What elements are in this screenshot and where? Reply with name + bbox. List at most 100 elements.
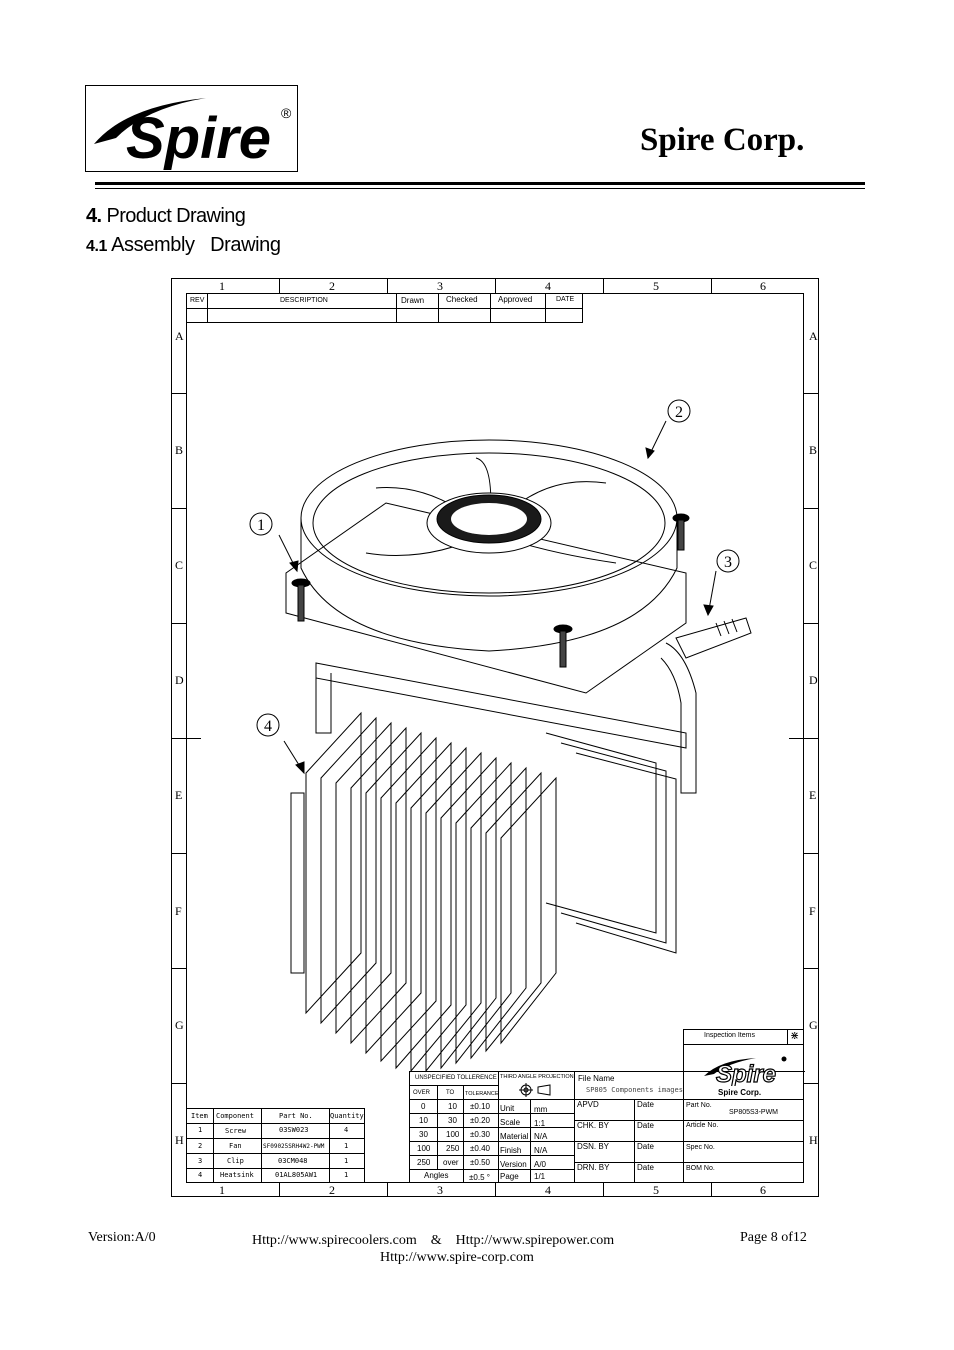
spec-row-line: [498, 1169, 574, 1170]
row-tick: [171, 853, 186, 854]
col-tick: [387, 1183, 388, 1197]
col-label-5-bottom: 5: [653, 1183, 659, 1197]
sign-row-line: [574, 1162, 804, 1163]
bom-col-line: [329, 1108, 330, 1182]
row-label-b-right: B: [809, 443, 818, 457]
tolerance-cell: 30: [419, 1130, 428, 1139]
row-tick: [171, 508, 186, 509]
section-number: 4.: [86, 205, 102, 227]
bom-cell: 1: [344, 1142, 349, 1150]
rev-col-line: [396, 294, 397, 323]
projection-label: THIRD ANGLE PROJECTION: [500, 1074, 574, 1080]
row-label-f: F: [175, 904, 182, 918]
sign-label: DRN. BY: [577, 1163, 610, 1172]
screw-1: [291, 578, 311, 622]
row-label-f-right: F: [809, 904, 816, 918]
row-label-g-right: G: [809, 1018, 818, 1032]
tolerance-header-over: OVER: [413, 1090, 431, 1096]
tolerance-header-to: TO: [446, 1090, 455, 1096]
version-text: Version:A/0: [88, 1230, 156, 1245]
logo-text: Spire: [126, 106, 271, 171]
tolerance-cell: ±0.50: [470, 1158, 490, 1167]
col-label-3: 3: [437, 279, 443, 293]
col-tick: [495, 1183, 496, 1197]
header-rule-thin: [95, 188, 865, 189]
col-label-2: 2: [329, 279, 335, 293]
rev-col-line: [545, 294, 546, 323]
bom-row-line: [187, 1123, 365, 1124]
spire-logo-icon: Spire ®: [94, 98, 292, 171]
col-tick: [279, 1183, 280, 1197]
tolerance-cell: 100: [417, 1144, 431, 1153]
spec-value: 1:1: [534, 1119, 546, 1128]
tolerance-title: UNSPECIFIED TOLLERENCE: [415, 1075, 497, 1081]
tol-row-line: [409, 1141, 498, 1142]
title-block-line: [498, 1099, 804, 1100]
tolerance-cell: 0: [421, 1102, 426, 1111]
col-label-6-bottom: 6: [760, 1183, 766, 1197]
col-label-2-bottom: 2: [329, 1183, 335, 1197]
row-label-b: B: [175, 443, 184, 457]
angles-label: Angles: [424, 1171, 449, 1180]
callout-1: 1: [257, 517, 265, 534]
description-header: DESCRIPTION: [280, 297, 328, 304]
title-block-logo-text: Spire: [716, 1061, 776, 1086]
col-label-1: 1: [219, 279, 225, 293]
screw-3: [672, 513, 690, 551]
bom-col-line: [261, 1108, 262, 1182]
heatsink-fins: [290, 711, 677, 1073]
spec-label: Page: [500, 1172, 519, 1181]
rev-row-line: [187, 308, 583, 309]
spec-row-line: [498, 1113, 574, 1114]
inspection-block: [683, 1029, 804, 1183]
date-header: DATE: [556, 296, 575, 303]
drawn-header: Drawn: [401, 296, 425, 305]
spec-label: Material: [500, 1132, 529, 1141]
row-tick: [171, 1083, 186, 1084]
col-label-1-bottom: 1: [219, 1183, 225, 1197]
assembly-illustration: 1 2 3 4: [249, 399, 752, 1073]
callout-2-circle: [667, 399, 691, 423]
col-tick: [711, 1183, 712, 1197]
page-number: Page 8 of12: [740, 1230, 807, 1245]
spec-value: A/0: [534, 1160, 547, 1169]
footer-urls: Http://www.spirecoolers.com & Http://www…: [252, 1233, 615, 1248]
tolerance-cell: 100: [446, 1130, 460, 1139]
clip-lever-mount: [660, 642, 697, 794]
callout-3-circle: [716, 549, 740, 573]
row-tick: [804, 1083, 819, 1084]
col-label-4: 4: [545, 279, 551, 293]
inspection-line: [683, 1099, 804, 1100]
rev-header: REV: [190, 297, 205, 304]
clip-arm: [315, 662, 687, 749]
tolerance-header-tolerance: TOLERANCE: [465, 1091, 499, 1097]
clip-lever: [675, 617, 752, 659]
tol-row-line: [409, 1113, 498, 1114]
sign-date: Date: [637, 1121, 654, 1130]
title-block-company: Spire Corp.: [718, 1088, 762, 1097]
spec-row-line: [498, 1155, 574, 1156]
col-label-6: 6: [760, 279, 766, 293]
sign-label: CHK. BY: [577, 1121, 610, 1130]
bom-cell: 4: [344, 1126, 349, 1134]
section-title-text: Product Drawing: [106, 205, 246, 227]
row-tick: [171, 623, 186, 624]
row-tick: [789, 738, 819, 739]
row-label-g: G: [175, 1018, 184, 1032]
spec-value: 1/1: [534, 1172, 546, 1181]
subsection-title: 4.1 Assembly Drawing: [86, 234, 281, 257]
bom-header-part-no: Part No.: [279, 1112, 313, 1120]
spec-value: mm: [534, 1105, 548, 1114]
fan-bracket: [285, 502, 687, 694]
bom-header-component: Component: [216, 1112, 254, 1120]
file-name-label: File Name: [578, 1074, 615, 1083]
tol-row-line: [409, 1169, 498, 1170]
bom-row-line: [187, 1138, 365, 1139]
row-label-c-right: C: [809, 558, 818, 572]
section-title: 4. Product Drawing: [86, 205, 246, 228]
sign-date: Date: [637, 1100, 654, 1109]
inspection-label: Inspection Items: [704, 1032, 755, 1039]
row-tick: [804, 508, 819, 509]
row-tick: [804, 853, 819, 854]
bom-row-line: [187, 1153, 365, 1154]
